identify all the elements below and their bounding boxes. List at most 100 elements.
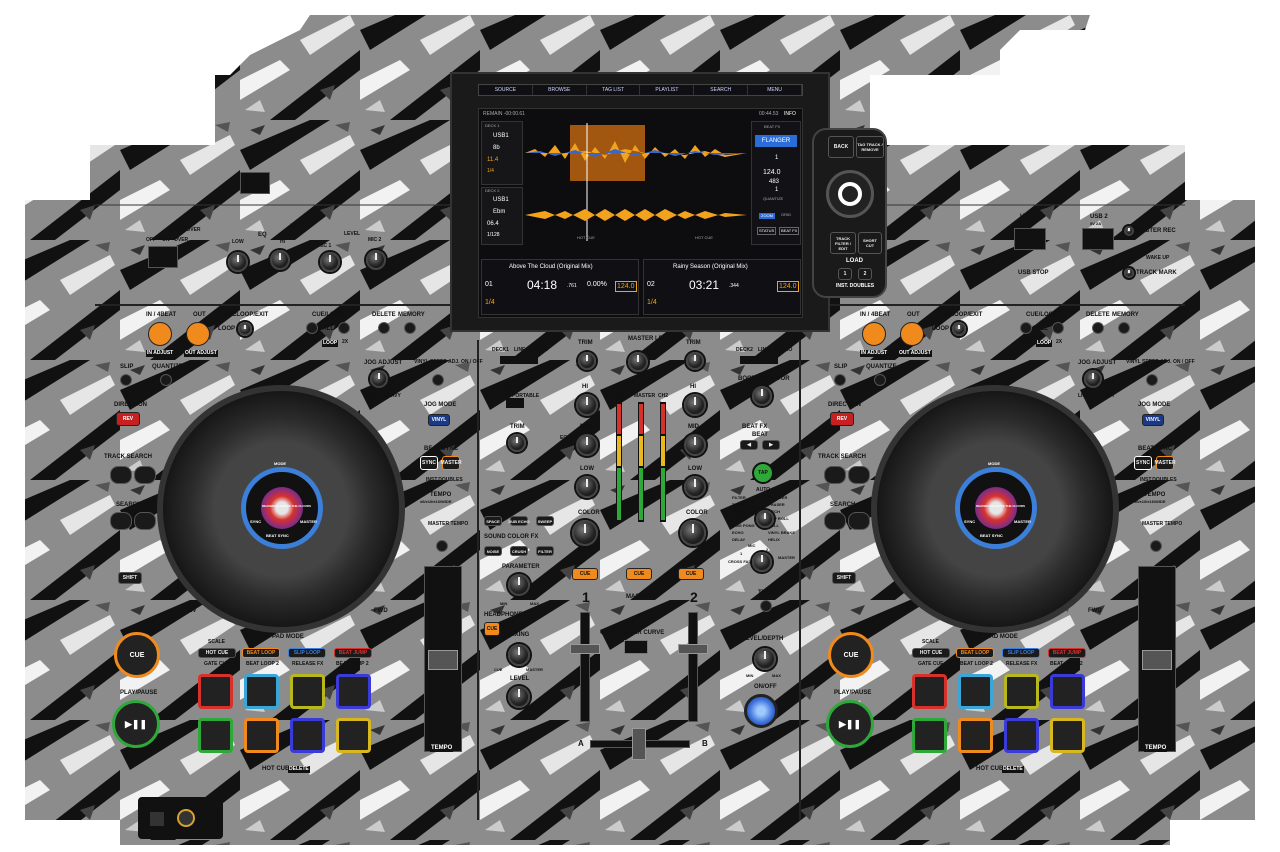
ch2-cue-button[interactable]: CUE [678,568,704,580]
noise-fx-button[interactable]: NOISE [484,546,502,556]
left-pad-7[interactable] [290,718,325,753]
right-beat-jump-mode-button[interactable]: BEAT JUMP [1048,648,1086,658]
right-delete-button[interactable] [1092,322,1104,334]
ch1-trim-knob[interactable] [578,352,596,370]
ch1-mid-knob[interactable] [576,434,598,456]
usb1-port[interactable] [1014,228,1046,250]
short-cut-button[interactable]: SHORT CUT [858,232,882,254]
left-pad-5[interactable] [198,718,233,753]
left-track-search-back-button[interactable] [110,466,132,484]
ch1-cue-button[interactable]: CUE [572,568,598,580]
right-call-next-button[interactable] [1052,322,1064,334]
right-play-pause-button[interactable]: ▶❚❚ [826,700,874,748]
right-sync-button[interactable]: SYNC [1134,456,1152,470]
left-shift-button[interactable]: SHIFT [118,572,142,584]
right-search-back-button[interactable] [824,512,846,530]
left-hot-cue-mode-button[interactable]: HOT CUE [198,648,236,658]
beat-left-button[interactable]: ◀ [740,440,758,450]
usb2-port[interactable] [1082,228,1114,250]
left-search-fwd-button[interactable] [134,512,156,530]
ch2-hi-knob[interactable] [684,394,706,416]
left-beat-loop-mode-button[interactable]: BEAT LOOP [242,648,280,658]
right-pad-1[interactable] [912,674,947,709]
right-call-prev-button[interactable] [1020,322,1032,334]
right-pad-8[interactable] [1050,718,1085,753]
left-pad-3[interactable] [290,674,325,709]
right-pad-4[interactable] [1050,674,1085,709]
crossfader-knob[interactable] [632,728,646,760]
tag-track-button[interactable]: TAG TRACK / REMOVE [856,136,884,158]
right-pad-7[interactable] [1004,718,1039,753]
tab-search[interactable]: SEARCH [694,85,749,95]
fx-channel-select-knob[interactable] [752,552,772,572]
rotary-selector[interactable] [826,170,874,218]
info-button[interactable]: INFO [784,111,796,117]
ch1-hi-knob[interactable] [576,394,598,416]
ch1-color-knob[interactable] [572,520,598,546]
left-memory-button[interactable] [404,322,416,334]
right-slip-button[interactable] [834,374,846,386]
right-master-button[interactable]: MASTER [1154,456,1176,470]
crush-fx-button[interactable]: CRUSH [510,546,528,556]
ch1-input-switch[interactable] [500,356,538,364]
right-pad-6[interactable] [958,718,993,753]
tab-menu[interactable]: MENU [748,85,802,95]
aux-switch[interactable] [506,398,524,408]
right-reloop-button[interactable] [952,322,966,336]
left-call-next-button[interactable] [338,322,350,334]
beat-right-button[interactable]: ▶ [762,440,780,450]
right-slip-loop-mode-button[interactable]: SLIP LOOP [1002,648,1040,658]
status-button[interactable]: STATUS [757,227,777,235]
right-jog-adjust-knob[interactable] [1084,370,1102,388]
right-rev-button[interactable]: REV [830,412,854,426]
filter-fx-button[interactable]: FILTER [536,546,554,556]
right-memory-button[interactable] [1118,322,1130,334]
sweep-fx-button[interactable]: SWEEP [536,516,554,526]
right-tempo-fader-knob[interactable] [1142,650,1172,670]
left-slip-button[interactable] [120,374,132,386]
right-shift-button[interactable]: SHIFT [832,572,856,584]
mic-hi-knob[interactable] [270,250,290,270]
left-tempo-fader-knob[interactable] [428,650,458,670]
beat-fx-select-knob[interactable] [756,510,774,528]
left-rev-button[interactable]: REV [116,412,140,426]
headphone-cue-button[interactable]: CUE [484,622,500,636]
left-pad-1[interactable] [198,674,233,709]
parameter-knob[interactable] [508,574,530,596]
left-search-back-button[interactable] [110,512,132,530]
load-2-button[interactable]: 2 [858,268,872,280]
beatfx-effect[interactable]: FLANGER [755,135,797,147]
right-vinyl-button[interactable]: VINYL [1142,414,1164,426]
left-sync-button[interactable]: SYNC [420,456,438,470]
ch2-color-knob[interactable] [680,520,706,546]
booth-monitor-knob[interactable] [752,386,772,406]
master-cue-button[interactable]: CUE [626,568,652,580]
left-pad-2[interactable] [244,674,279,709]
left-pad-8[interactable] [336,718,371,753]
right-pad-2[interactable] [958,674,993,709]
left-track-search-fwd-button[interactable] [134,466,156,484]
right-in-4beat-button[interactable] [862,322,886,346]
right-search-fwd-button[interactable] [848,512,870,530]
left-slip-loop-mode-button[interactable]: SLIP LOOP [288,648,326,658]
beatfx-screen-button[interactable]: BEAT FX [779,227,800,235]
right-track-search-fwd-button[interactable] [848,466,870,484]
aux-trim-knob[interactable] [508,434,526,452]
mic2-level-knob[interactable] [366,250,386,270]
mic-low-knob[interactable] [228,252,248,272]
zoom-button[interactable]: ZOOM [759,213,775,219]
left-pad-6[interactable] [244,718,279,753]
master-rec-button[interactable] [1124,226,1134,236]
master-level-knob[interactable] [628,352,648,372]
ch2-fader-knob[interactable] [678,644,708,654]
right-hot-cue-mode-button[interactable]: HOT CUE [912,648,950,658]
ch1-low-knob[interactable] [576,476,598,498]
left-in-4beat-button[interactable] [148,322,172,346]
ch1-fader-knob[interactable] [570,644,600,654]
dub-echo-fx-button[interactable]: DUB ECHO [508,516,530,526]
fx-on-off-button[interactable] [744,694,778,728]
talk-over-switch[interactable] [148,246,178,268]
right-beat-loop-mode-button[interactable]: BEAT LOOP [956,648,994,658]
right-vinyl-speed-button[interactable] [1146,374,1158,386]
left-beat-jump-mode-button[interactable]: BEAT JUMP [334,648,372,658]
